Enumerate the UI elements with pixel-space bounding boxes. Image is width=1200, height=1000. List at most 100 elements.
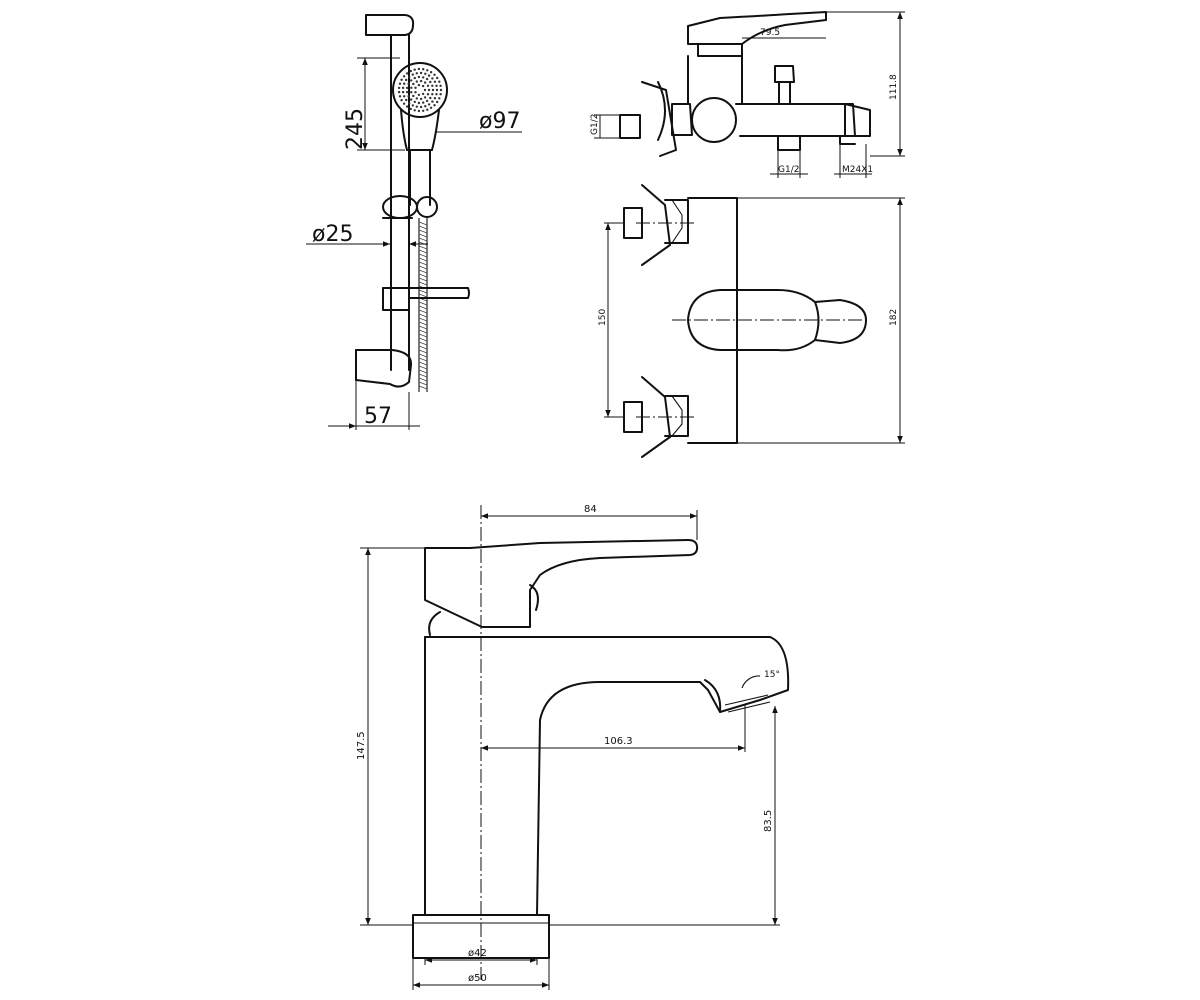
nozzle-dot (439, 93, 442, 96)
hose-stripe (418, 337, 428, 342)
hose-stripe (418, 273, 428, 278)
shower-rail-drawing: 245 ø97 ø25 57 (306, 14, 522, 430)
dim-basin-lever: 84 (584, 504, 597, 515)
nozzle-dot (410, 91, 413, 94)
nozzle-dot (423, 88, 427, 92)
dim-side-spout: M24X1 (842, 165, 873, 175)
nozzle-dot (433, 73, 436, 77)
nozzle-dot (417, 101, 421, 105)
nozzle-dot (410, 86, 413, 90)
nozzle-dot (408, 75, 411, 79)
hose-stripe (418, 373, 428, 378)
hose-stripe (418, 385, 428, 390)
nozzle-dot (401, 86, 405, 90)
nozzle-dot (425, 99, 429, 103)
nozzle-dot (431, 77, 434, 80)
nozzle-dot (427, 88, 431, 92)
bath-mixer-front-view: 150 182 (598, 184, 905, 458)
nozzle-dot (438, 80, 441, 83)
hose-stripe (418, 293, 428, 298)
hose-stripe (418, 381, 428, 386)
nozzle-dot (405, 98, 408, 102)
hose-stripe (418, 257, 428, 262)
nozzle-dot (406, 86, 409, 90)
bath-mixer-side-view: 79.5 111.8 G1/2 G1/2 M24X1 (590, 11, 905, 178)
nozzle-dot (426, 84, 430, 88)
nozzle-dot (431, 88, 435, 92)
hose-stripe (418, 341, 428, 346)
nozzle-dot (415, 72, 418, 75)
nozzle-dot (417, 75, 421, 79)
nozzle-dot (402, 75, 406, 78)
hose-stripe (418, 365, 428, 370)
nozzle-dot (422, 109, 425, 113)
hose-stripe (418, 289, 428, 294)
nozzle-dot (415, 80, 418, 83)
dim-rail-head-height: 245 (343, 108, 368, 150)
nozzle-dot (426, 69, 429, 72)
nozzle-dot (415, 97, 418, 100)
nozzle-dot (435, 93, 438, 96)
hose-stripe (418, 305, 428, 310)
nozzle-dot (419, 105, 423, 109)
dim-rail-offset: 57 (364, 404, 392, 429)
hose-stripe (418, 237, 428, 242)
nozzle-dot (414, 86, 417, 90)
hose-stripe (418, 265, 428, 270)
nozzle-dot (429, 96, 432, 100)
nozzle-dot (408, 101, 411, 105)
dim-basin-clearance: 83.5 (763, 810, 774, 832)
nozzle-dot (423, 96, 427, 99)
hose-stripe (418, 313, 428, 318)
nozzle-dot (410, 79, 413, 82)
nozzle-dot (429, 71, 433, 74)
hose-stripe (418, 317, 428, 322)
dim-side-lever: 79.5 (760, 28, 780, 38)
nozzle-dot (414, 91, 417, 94)
hose-stripe (418, 377, 428, 382)
dim-basin-base-outer: ø50 (468, 973, 487, 984)
nozzle-dot (422, 76, 425, 79)
hose-stripe (418, 261, 428, 266)
nozzle-dot (436, 100, 439, 104)
hose-stripe (418, 345, 428, 350)
nozzle-dot (425, 77, 429, 81)
nozzle-dot (419, 97, 423, 101)
dim-basin-base-inner: ø42 (468, 948, 487, 959)
hose-stripe (418, 301, 428, 306)
nozzle-dot (439, 84, 442, 88)
nozzle-dot (412, 82, 415, 86)
nozzle-dot (397, 86, 401, 90)
nozzle-dot (433, 104, 436, 107)
nozzle-dot (431, 84, 434, 88)
dim-basin-height: 147.5 (356, 731, 367, 760)
nozzle-dot (435, 84, 438, 88)
hose-hatch (418, 221, 428, 390)
nozzle-dot (400, 99, 403, 102)
nozzle-dot (415, 105, 418, 108)
hose-stripe (418, 369, 428, 374)
nozzle-dot (423, 81, 427, 84)
hose-stripe (418, 277, 428, 282)
nozzle-dot (409, 107, 412, 111)
nozzle-dot (417, 67, 421, 71)
nozzle-dot (411, 73, 414, 76)
nozzle-dot (413, 109, 416, 112)
nozzle-dot (429, 80, 432, 84)
nozzle-dot (436, 76, 439, 80)
nozzle-dot (435, 88, 439, 92)
nozzle-dot (397, 90, 401, 94)
nozzle-dot (422, 68, 425, 71)
hose-stripe (418, 329, 428, 334)
hose-stripe (418, 253, 428, 258)
hose-stripe (418, 233, 428, 238)
hose-stripe (418, 249, 428, 254)
nozzle-dot (411, 104, 414, 107)
nozzle-dot (407, 82, 410, 86)
nozzle-dot (398, 95, 402, 98)
nozzle-dot (417, 93, 421, 97)
hose-stripe (418, 353, 428, 358)
dim-basin-angle: 15° (764, 670, 780, 680)
nozzle-dot (419, 79, 423, 83)
hose-stripe (418, 357, 428, 362)
